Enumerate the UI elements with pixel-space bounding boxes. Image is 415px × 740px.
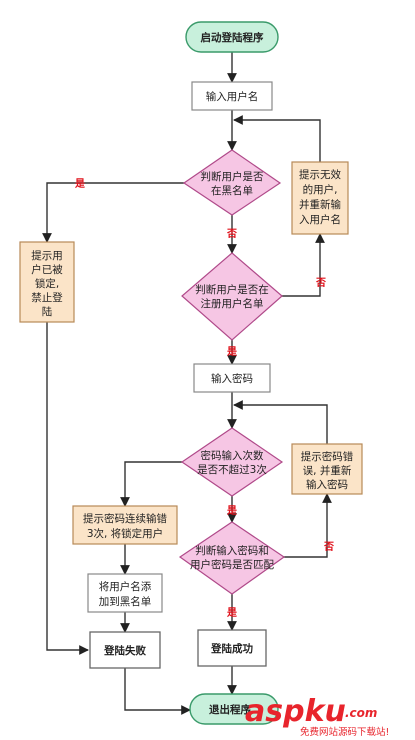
invalid-line2: 的用户, xyxy=(303,183,338,196)
label-attempts-yes: 是 xyxy=(226,505,237,517)
input-username-process: 输入用户名 xyxy=(191,81,273,111)
match-label-line1: 判断输入密码和 xyxy=(195,544,269,557)
arrow-attempts-no xyxy=(120,461,182,507)
blocked-line4: 禁止登 xyxy=(31,291,63,304)
notify-invalid-user-note: 提示无效 的用户, 并重新输 入用户名 xyxy=(291,161,349,235)
attempts-decision: 密码输入次数 是否不超过3次 xyxy=(180,427,284,497)
wrongpwd-line2: 误, 并重新 xyxy=(303,464,352,477)
invalid-line3: 并重新输 xyxy=(299,198,341,211)
add-blacklist-line2: 加到黑名单 xyxy=(99,595,152,608)
blacklist-label-line2: 在黑名单 xyxy=(211,184,253,197)
arrow-registered-no xyxy=(282,233,325,297)
match-label-line2: 用户密码是否匹配 xyxy=(190,558,274,571)
arrow-blocked-to-fail xyxy=(46,322,89,655)
notify-blocked-note: 提示用 户已被 锁定, 禁止登 陆 xyxy=(19,241,75,323)
arrow-blacklist-yes xyxy=(42,182,184,243)
blocked-line1: 提示用 xyxy=(31,250,63,262)
notify-locked-note: 提示密码连续输错 3次, 将锁定用户 xyxy=(72,505,178,545)
input-password-label: 输入密码 xyxy=(211,372,253,385)
blacklist-label-line1: 判断用户是否 xyxy=(201,170,264,183)
login-fail-label: 登陆失败 xyxy=(103,644,146,657)
label-registered-no: 否 xyxy=(315,277,326,289)
aspku-watermark: aspku .com 免费网站源码下载站! xyxy=(245,694,389,738)
locked-line2: 3次, 将锁定用户 xyxy=(87,527,163,540)
label-match-no: 否 xyxy=(323,541,334,553)
wrongpwd-line1: 提示密码错 xyxy=(301,450,354,463)
input-username-label: 输入用户名 xyxy=(206,90,259,103)
watermark-tagline: 免费网站源码下载站! xyxy=(300,726,389,738)
locked-line1: 提示密码连续输错 xyxy=(83,512,167,525)
login-success-label: 登陆成功 xyxy=(210,642,253,655)
invalid-line4: 入用户名 xyxy=(299,213,341,226)
start-terminal: 启动登陆程序 xyxy=(185,21,279,53)
arrow-match-no xyxy=(283,493,332,558)
label-blacklist-yes: 是 xyxy=(74,178,85,190)
label-blacklist-no: 否 xyxy=(226,228,237,240)
add-blacklist-line1: 将用户名添 xyxy=(99,580,152,593)
blacklist-decision: 判断用户是否 在黑名单 xyxy=(182,149,282,216)
arrow-wrongpwd-loop xyxy=(233,400,328,444)
blocked-line5: 陆 xyxy=(42,305,53,318)
invalid-line1: 提示无效 xyxy=(299,168,341,181)
registered-decision: 判断用户是否在 注册用户名单 xyxy=(181,252,283,341)
connector-lines xyxy=(42,52,332,715)
registered-label-line1: 判断用户是否在 xyxy=(195,283,269,296)
exit-label: 退出程序 xyxy=(209,703,251,716)
blocked-line3: 锁定, xyxy=(35,277,59,290)
login-success-process: 登陆成功 xyxy=(197,629,267,667)
label-registered-yes: 是 xyxy=(226,346,237,358)
label-match-yes: 是 xyxy=(226,607,237,619)
registered-label-line2: 注册用户名单 xyxy=(201,297,264,310)
notify-wrong-password-note: 提示密码错 误, 并重新 输入密码 xyxy=(291,443,363,495)
arrow-fail-to-exit xyxy=(124,668,191,715)
start-label: 启动登陆程序 xyxy=(201,31,264,44)
watermark-brand: aspku xyxy=(245,694,346,729)
input-password-process: 输入密码 xyxy=(193,363,271,393)
wrongpwd-line3: 输入密码 xyxy=(306,478,348,491)
attempts-label-line2: 是否不超过3次 xyxy=(197,463,267,476)
arrow-invalid-loop xyxy=(233,115,321,162)
attempts-label-line1: 密码输入次数 xyxy=(201,449,264,462)
password-match-decision: 判断输入密码和 用户密码是否匹配 xyxy=(178,521,286,595)
watermark-suffix: .com xyxy=(345,706,377,720)
login-fail-process: 登陆失败 xyxy=(89,631,161,669)
exit-terminal: 退出程序 xyxy=(189,693,279,725)
add-blacklist-process: 将用户名添 加到黑名单 xyxy=(87,573,163,613)
blocked-line2: 户已被 xyxy=(31,263,63,276)
